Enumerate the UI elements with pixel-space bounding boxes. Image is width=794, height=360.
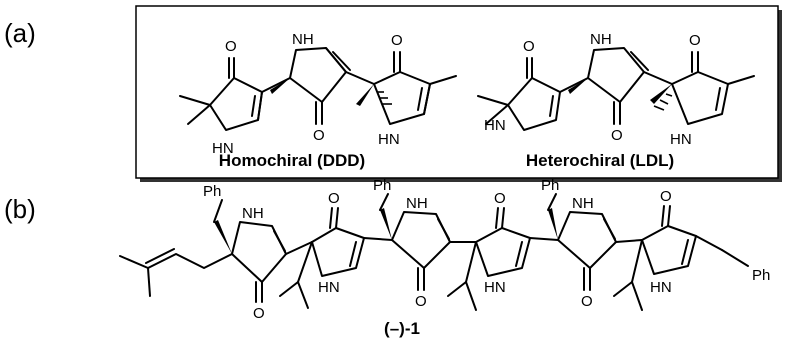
caption-heterochiral: Heterochiral (LDL) — [526, 151, 674, 170]
hexamer-oxygen-1: O — [253, 305, 265, 322]
hexamer-nh-1: NH — [242, 205, 264, 222]
heterochiral-oxygen-3: O — [689, 32, 701, 49]
hexamer-oxygen-6: O — [660, 188, 672, 205]
heterochiral-oxygen-2: O — [611, 127, 623, 144]
hexamer-ph-6: Ph — [752, 267, 770, 284]
homochiral-oxygen-2: O — [313, 127, 325, 144]
heterochiral-nh-2: NH — [590, 31, 612, 48]
hexamer-nh-5: NH — [572, 195, 594, 212]
compound-label: (–)-1 — [384, 319, 420, 338]
caption-homochiral: Homochiral (DDD) — [219, 151, 365, 170]
hexamer-oxygen-5: O — [581, 293, 593, 310]
hexamer-oxygen-4: O — [494, 190, 506, 207]
panel-b-label: (b) — [4, 194, 36, 224]
hexamer-structure — [119, 193, 749, 311]
panel-a-label: (a) — [4, 18, 36, 48]
hexamer-hn-4: HN — [484, 279, 506, 296]
hexamer-oxygen-3: O — [415, 293, 427, 310]
heterochiral-hn-1: HN — [484, 117, 506, 134]
homochiral-oxygen-3: O — [391, 32, 403, 49]
heterochiral-oxygen-1: O — [523, 38, 535, 55]
homochiral-nh-2: NH — [292, 31, 314, 48]
heterochiral-trimer-structure — [477, 47, 755, 131]
panel-a-frame — [135, 5, 779, 179]
homochiral-oxygen-1: O — [225, 38, 237, 55]
hexamer-nh-3: NH — [406, 195, 428, 212]
homochiral-trimer-structure — [179, 47, 457, 131]
hexamer-hn-6: HN — [650, 279, 672, 296]
hexamer-oxygen-2: O — [328, 190, 340, 207]
hexamer-ph-1: Ph — [203, 183, 221, 200]
homochiral-hn-3: HN — [378, 131, 400, 148]
homochiral-hn-1: HN — [212, 140, 234, 157]
hexamer-ph-5: Ph — [541, 177, 559, 194]
hexamer-ph-3: Ph — [373, 177, 391, 194]
hexamer-hn-2: HN — [318, 279, 340, 296]
heterochiral-hn-3: HN — [670, 131, 692, 148]
